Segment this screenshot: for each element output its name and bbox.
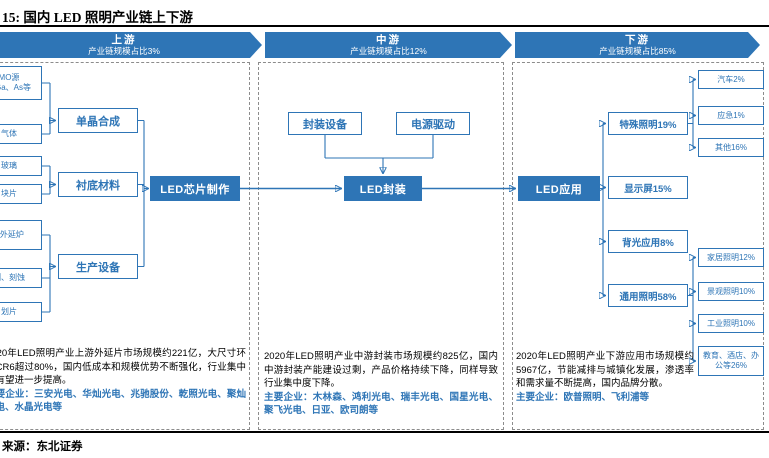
midstream-summary-block: 2020年LED照明产业中游封装市场规模约825亿，国内中游封装产能建设过剩，产… xyxy=(264,350,498,418)
segment-box-special-lighting: 特殊照明19% xyxy=(608,112,688,135)
banner-downstream: 下游 产业链规模占比85% xyxy=(515,32,760,58)
breakdown-box-industrial: 工业照明10% xyxy=(698,314,764,333)
group-box-crystal-synthesis: 单晶合成 xyxy=(58,108,138,133)
core-box-led-chip: LED芯片制作 xyxy=(150,176,240,201)
banner-midstream-name: 中游 xyxy=(376,33,401,46)
midstream-summary-text: 2020年LED照明产业中游封装市场规模约825亿，国内中游封装产能建设过剩，产… xyxy=(264,351,498,389)
upstream-summary-block: 2020年LED照明产业上游外延片市场规模约221亿，大尺寸环节CR6超过80%… xyxy=(0,347,246,415)
source-note: 来源：东北证券 xyxy=(2,441,83,453)
core-box-led-application: LED应用 xyxy=(518,176,600,201)
segment-box-backlight: 背光应用8% xyxy=(608,230,688,253)
banner-downstream-share: 产业链规模占比85% xyxy=(599,45,676,56)
breakdown-box-education-hotel-office: 教育、酒店、办公等26% xyxy=(698,346,764,376)
upstream-input-box: MO源 镓Ga、As等 xyxy=(0,66,42,100)
banner-upstream-share: 产业链规模占比3% xyxy=(88,45,160,56)
group-box-substrate-material: 衬底材料 xyxy=(58,172,138,197)
downstream-summary-text: 2020年LED照明产业下游应用市场规模约5967亿，节能减排与城镇化发展，渗透… xyxy=(516,351,694,389)
midstream-box-power-driver: 电源驱动 xyxy=(396,112,470,135)
breakdown-box-emergency: 应急1% xyxy=(698,106,764,125)
upstream-input-box: 玻璃 xyxy=(0,156,42,176)
downstream-panel xyxy=(512,62,764,430)
upstream-input-box: 划片 xyxy=(0,302,42,322)
group-box-production-equipment: 生产设备 xyxy=(58,254,138,279)
banner-midstream-share: 产业链规模占比12% xyxy=(350,45,427,56)
banner-upstream-name: 上游 xyxy=(111,33,137,46)
upstream-companies-text: 主要企业：三安光电、华灿光电、兆驰股份、乾照光电、聚灿光电、水晶光电等 xyxy=(0,388,246,414)
upstream-input-box: 气体 xyxy=(0,124,42,144)
core-box-led-package: LED封装 xyxy=(344,176,422,201)
banner-downstream-name: 下游 xyxy=(625,33,650,46)
breakdown-box-landscape: 景观照明10% xyxy=(698,282,764,301)
upstream-panel xyxy=(0,62,250,430)
banner-midstream: 中游 产业链规模占比12% xyxy=(265,32,512,58)
downstream-companies-text: 主要企业：欧普照明、飞利浦等 xyxy=(516,391,650,403)
figure-title: 15: 国内 LED 照明产业链上下游 xyxy=(2,10,193,25)
upstream-input-box: 块片 xyxy=(0,184,42,204)
bottom-rule xyxy=(0,431,769,433)
breakdown-box-other: 其他16% xyxy=(698,138,764,157)
downstream-summary-block: 2020年LED照明产业下游应用市场规模约5967亿，节能减排与城镇化发展，渗透… xyxy=(516,350,694,404)
top-rule xyxy=(0,25,769,27)
segment-box-general-lighting: 通用照明58% xyxy=(608,284,688,307)
upstream-input-box: 割、刻蚀 xyxy=(0,268,42,288)
segment-box-display: 显示屏15% xyxy=(608,176,688,199)
banner-upstream: 上游 产业链规模占比3% xyxy=(0,32,262,58)
upstream-input-box: D外延炉 xyxy=(0,220,42,250)
upstream-summary-text: 2020年LED照明产业上游外延片市场规模约221亿，大尺寸环节CR6超过80%… xyxy=(0,348,246,386)
breakdown-box-auto: 汽车2% xyxy=(698,70,764,89)
breakdown-box-home: 家居照明12% xyxy=(698,248,764,267)
midstream-companies-text: 主要企业：木林森、鸿利光电、瑞丰光电、国星光电、聚飞光电、日亚、欧司朗等 xyxy=(264,391,498,417)
midstream-box-packaging-equipment: 封装设备 xyxy=(288,112,362,135)
midstream-panel xyxy=(258,62,504,430)
